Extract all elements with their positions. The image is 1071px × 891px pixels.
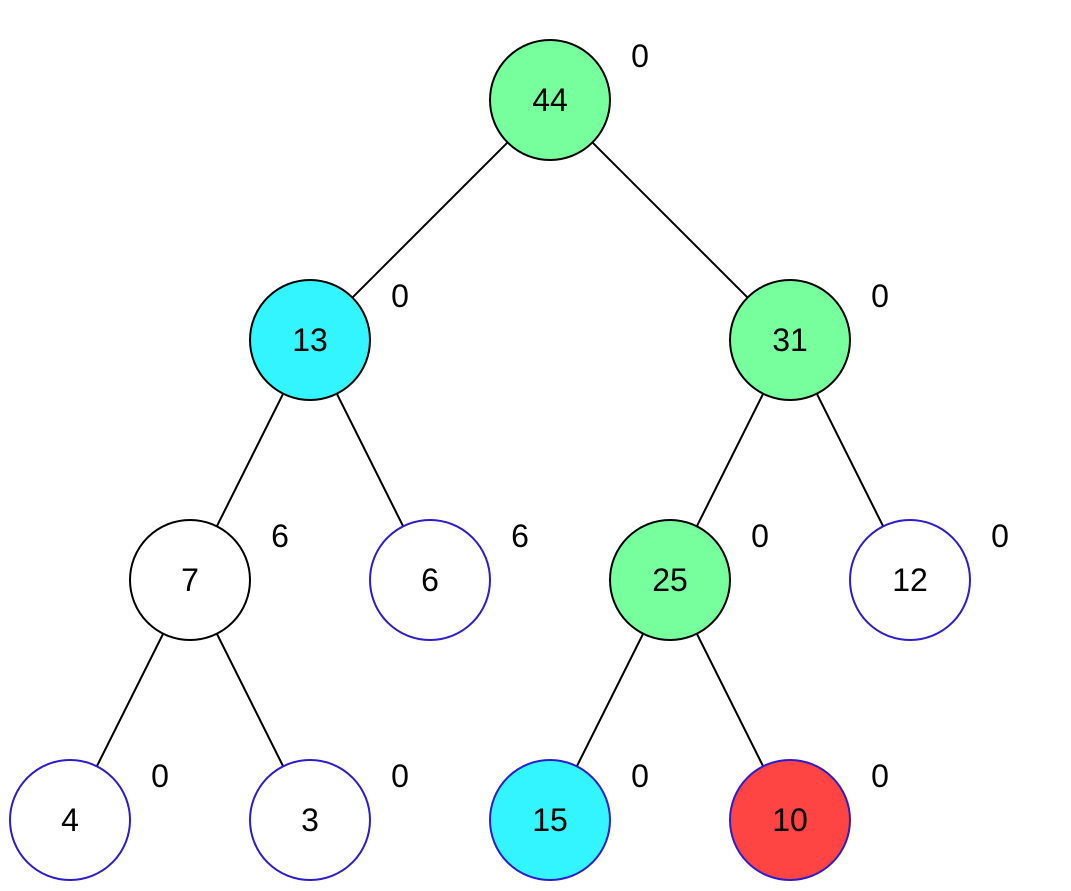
tree-node-31: 31 0 — [729, 278, 889, 401]
tree-node-10: 10 0 — [729, 758, 889, 881]
node-circle — [369, 519, 491, 641]
tree-edge-n7-n3 — [215, 633, 285, 767]
tree-node-12: 12 0 — [849, 518, 1009, 641]
node-tag-label: 6 — [511, 518, 529, 554]
node-value-label: 4 — [61, 802, 79, 838]
node-tag-label: 0 — [391, 758, 409, 794]
node-tag-label: 6 — [271, 518, 289, 554]
tree-node-7: 76 — [129, 518, 289, 641]
tree-node-3: 30 — [249, 758, 409, 881]
tree-node-4: 40 — [9, 758, 169, 881]
node-circle — [729, 279, 851, 401]
node-circle — [249, 279, 371, 401]
node-value-label: 31 — [772, 322, 808, 358]
tree-node-6: 66 — [369, 518, 529, 641]
tree-edge-n31-n12 — [815, 393, 885, 527]
node-value-label: 3 — [301, 802, 319, 838]
node-value-label: 44 — [532, 82, 568, 118]
tree-node-15: 15 0 — [489, 758, 649, 881]
node-value-label: 10 — [772, 802, 808, 838]
node-tag-label: 0 — [871, 758, 889, 794]
node-value-label: 25 — [652, 562, 688, 598]
edges-layer — [95, 141, 885, 767]
node-value-label: 6 — [421, 562, 439, 598]
node-circle — [9, 759, 131, 881]
tree-node-44: 44 0 — [489, 38, 649, 161]
node-circle — [129, 519, 251, 641]
node-circle — [249, 759, 371, 881]
node-value-label: 15 — [532, 802, 568, 838]
tree-node-13: 13 0 — [249, 278, 409, 401]
tree-edge-n31-n25 — [695, 393, 765, 527]
tree-edge-n44-n13 — [351, 141, 509, 299]
tree-edge-n7-n4 — [95, 633, 165, 767]
tree-edge-n25-n10 — [695, 633, 765, 767]
node-circle — [849, 519, 971, 641]
node-tag-label: 0 — [991, 518, 1009, 554]
node-circle — [489, 759, 611, 881]
node-tag-label: 0 — [391, 278, 409, 314]
tree-edge-n13-n6 — [335, 393, 405, 527]
node-value-label: 13 — [292, 322, 328, 358]
tree-edge-n44-n31 — [591, 141, 749, 299]
tree-edge-n25-n15 — [575, 633, 645, 767]
tree-edge-n13-n7 — [215, 393, 285, 527]
node-value-label: 7 — [181, 562, 199, 598]
node-value-label: 12 — [892, 562, 928, 598]
node-circle — [729, 759, 851, 881]
node-tag-label: 0 — [631, 38, 649, 74]
node-tag-label: 0 — [751, 518, 769, 554]
node-tag-label: 0 — [871, 278, 889, 314]
node-circle — [609, 519, 731, 641]
node-circle — [489, 39, 611, 161]
node-tag-label: 0 — [151, 758, 169, 794]
node-tag-label: 0 — [631, 758, 649, 794]
tree-node-25: 25 0 — [609, 518, 769, 641]
